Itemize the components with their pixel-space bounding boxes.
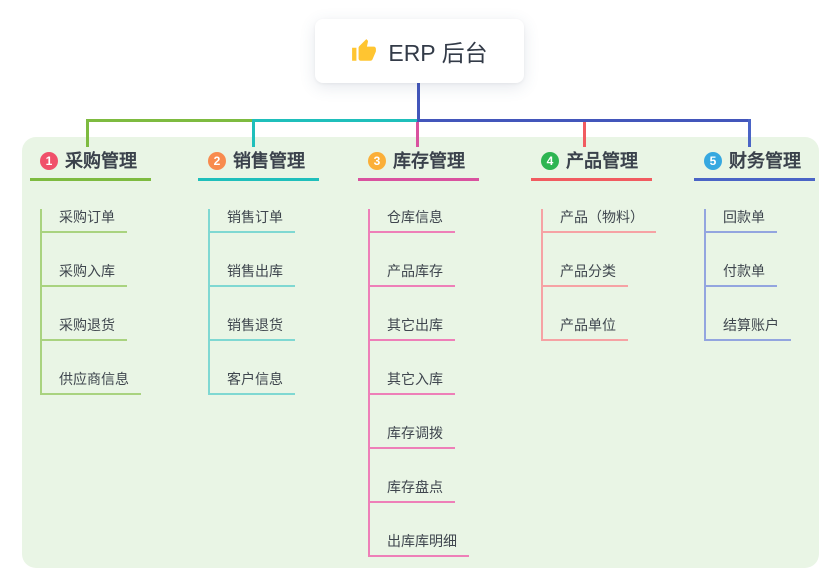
mindmap-child-row: 付款单 xyxy=(706,263,791,287)
branch-purchase: 1 采购管理 采购订单采购入库采购退货供应商信息 xyxy=(30,147,151,395)
connector-drop-inventory xyxy=(416,122,419,147)
branch-number-badge: 4 xyxy=(541,152,559,170)
mindmap-child-node[interactable]: 其它入库 xyxy=(370,371,455,395)
mindmap-child-node[interactable]: 销售出库 xyxy=(210,263,295,287)
mindmap-child-row: 仓库信息 xyxy=(370,209,469,233)
connector-drop-product xyxy=(583,122,586,147)
connector-drop-purchase xyxy=(86,119,89,147)
mindmap-child-node[interactable]: 库存调拨 xyxy=(370,425,455,449)
mindmap-child-row: 产品分类 xyxy=(543,263,656,287)
mindmap-background-panel xyxy=(22,137,819,568)
mindmap-child-node[interactable]: 结算账户 xyxy=(706,317,791,341)
mindmap-child-row: 产品库存 xyxy=(370,263,469,287)
mindmap-child-node[interactable]: 销售订单 xyxy=(210,209,295,233)
branch-inventory: 3 库存管理 仓库信息产品库存其它出库其它入库库存调拨库存盘点出库库明细 xyxy=(358,147,479,557)
mindmap-child-node[interactable]: 出库库明细 xyxy=(370,533,469,557)
branch-children: 采购订单采购入库采购退货供应商信息 xyxy=(40,209,141,395)
branch-finance: 5 财务管理 回款单付款单结算账户 xyxy=(694,147,815,341)
connector-drop-finance xyxy=(748,119,751,147)
mindmap-child-node[interactable]: 回款单 xyxy=(706,209,777,233)
branch-node[interactable]: 4 产品管理 xyxy=(531,147,652,181)
mindmap-child-row: 采购入库 xyxy=(42,263,141,287)
mindmap-child-node[interactable]: 采购退货 xyxy=(42,317,127,341)
branch-node[interactable]: 3 库存管理 xyxy=(358,147,479,181)
mindmap-child-node[interactable]: 产品库存 xyxy=(370,263,455,287)
mindmap-child-node[interactable]: 其它出库 xyxy=(370,317,455,341)
root-node-label: ERP 后台 xyxy=(388,40,488,66)
mindmap-child-node[interactable]: 采购入库 xyxy=(42,263,127,287)
branch-children: 销售订单销售出库销售退货客户信息 xyxy=(208,209,295,395)
branch-number-badge: 1 xyxy=(40,152,58,170)
mindmap-child-node[interactable]: 付款单 xyxy=(706,263,777,287)
connector-bus-teal xyxy=(253,119,419,122)
mindmap-child-row: 客户信息 xyxy=(210,371,295,395)
mindmap-child-row: 供应商信息 xyxy=(42,371,141,395)
mindmap-child-node[interactable]: 采购订单 xyxy=(42,209,127,233)
mindmap-child-row: 出库库明细 xyxy=(370,533,469,557)
mindmap-child-node[interactable]: 销售退货 xyxy=(210,317,295,341)
mindmap-child-row: 结算账户 xyxy=(706,317,791,341)
mindmap-child-row: 产品（物料） xyxy=(543,209,656,233)
branch-children: 仓库信息产品库存其它出库其它入库库存调拨库存盘点出库库明细 xyxy=(368,209,469,557)
branch-children: 回款单付款单结算账户 xyxy=(704,209,791,341)
mindmap-child-row: 销售退货 xyxy=(210,317,295,341)
mindmap-child-node[interactable]: 客户信息 xyxy=(210,371,295,395)
branch-children: 产品（物料） 产品分类产品单位 xyxy=(541,209,656,341)
connector-bus-green xyxy=(86,119,253,122)
mindmap-child-row: 回款单 xyxy=(706,209,791,233)
thumbs-up-icon xyxy=(351,38,377,64)
branch-node[interactable]: 2 销售管理 xyxy=(198,147,319,181)
mindmap-child-row: 其它出库 xyxy=(370,317,469,341)
connector-bus-blue xyxy=(417,119,751,122)
branch-number-badge: 2 xyxy=(208,152,226,170)
root-node[interactable]: ERP 后台 xyxy=(315,19,524,83)
mindmap-child-row: 其它入库 xyxy=(370,371,469,395)
branch-title: 库存管理 xyxy=(393,151,465,171)
branch-node[interactable]: 5 财务管理 xyxy=(694,147,815,181)
branch-number-badge: 3 xyxy=(368,152,386,170)
mindmap-child-row: 采购订单 xyxy=(42,209,141,233)
mindmap-child-node[interactable]: 产品分类 xyxy=(543,263,628,287)
mindmap-child-node[interactable]: 供应商信息 xyxy=(42,371,141,395)
connector-root-stem xyxy=(417,83,420,122)
branch-title: 产品管理 xyxy=(566,151,638,171)
branch-product: 4 产品管理 产品（物料） 产品分类产品单位 xyxy=(531,147,656,341)
connector-drop-sales xyxy=(252,119,255,147)
branch-title: 采购管理 xyxy=(65,151,137,171)
mindmap-child-row: 库存调拨 xyxy=(370,425,469,449)
mindmap-child-node[interactable]: 产品（物料） xyxy=(543,209,656,233)
mindmap-child-row: 销售订单 xyxy=(210,209,295,233)
mindmap-child-node[interactable]: 仓库信息 xyxy=(370,209,455,233)
branch-node[interactable]: 1 采购管理 xyxy=(30,147,151,181)
branch-number-badge: 5 xyxy=(704,152,722,170)
mindmap-child-row: 库存盘点 xyxy=(370,479,469,503)
mindmap-child-node[interactable]: 库存盘点 xyxy=(370,479,455,503)
branch-title: 销售管理 xyxy=(233,151,305,171)
branch-title: 财务管理 xyxy=(729,151,801,171)
mindmap-child-row: 产品单位 xyxy=(543,317,656,341)
mindmap-child-row: 销售出库 xyxy=(210,263,295,287)
branch-sales: 2 销售管理 销售订单销售出库销售退货客户信息 xyxy=(198,147,319,395)
mindmap-child-row: 采购退货 xyxy=(42,317,141,341)
mindmap-child-node[interactable]: 产品单位 xyxy=(543,317,628,341)
